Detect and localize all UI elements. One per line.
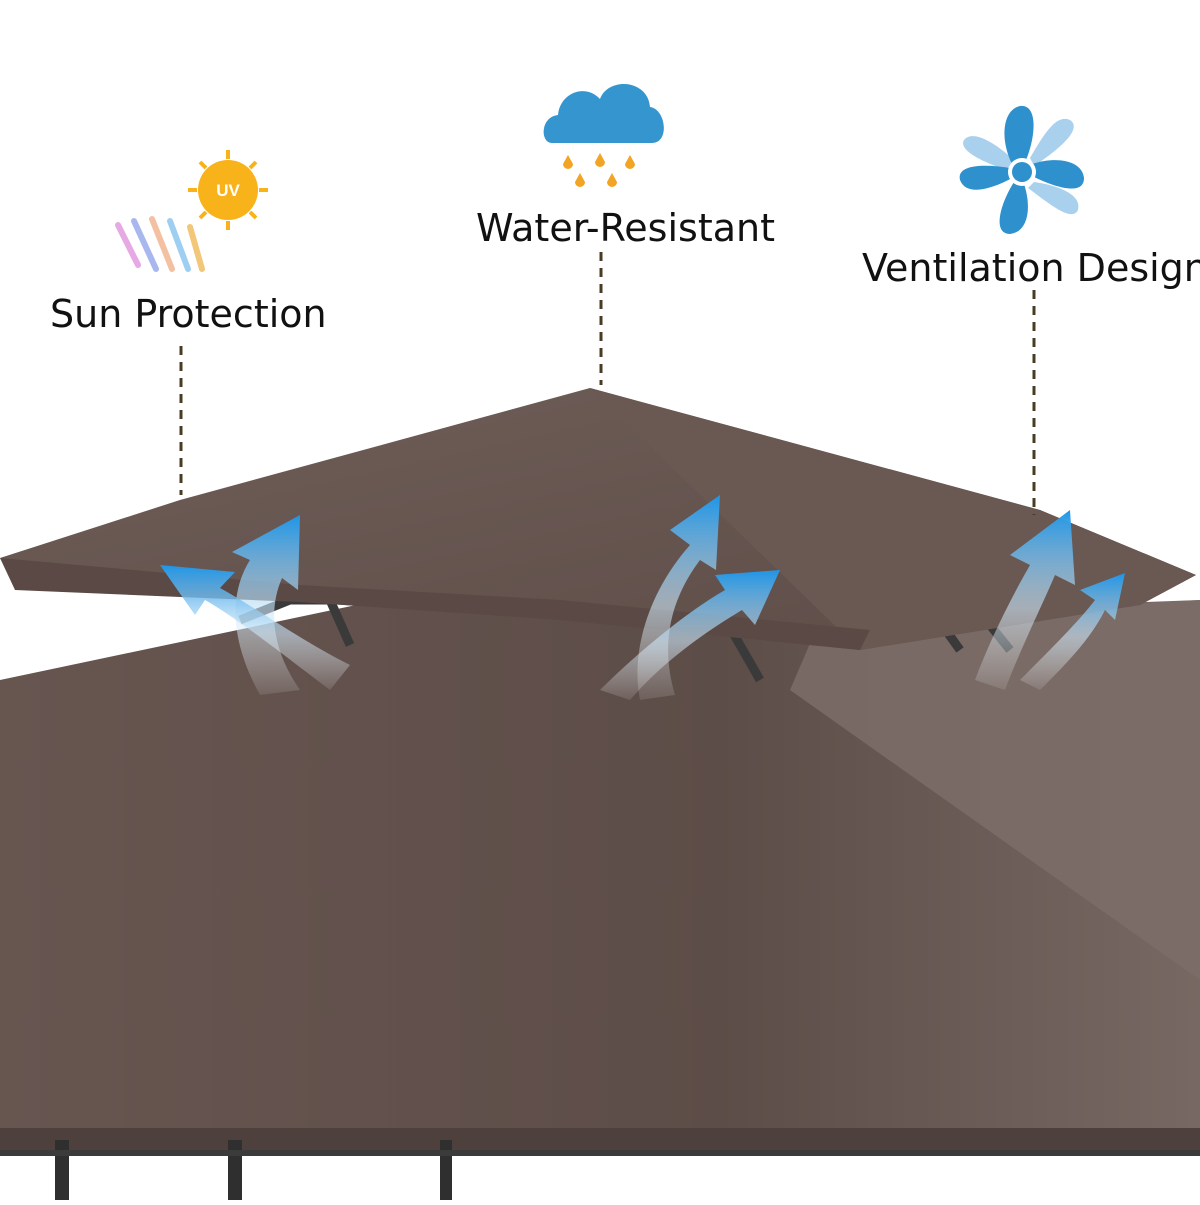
fan-icon — [959, 105, 1084, 234]
feature-label-water-resistant: Water-Resistant — [476, 206, 776, 250]
lower-canopy-ridge — [790, 600, 1200, 980]
vent-arrow-3a — [975, 510, 1075, 690]
uv-sun-icon: UV — [115, 150, 268, 272]
vent-arrow-1a — [232, 515, 300, 695]
feature-label-ventilation-design: Ventilation Design — [862, 246, 1200, 290]
uv-badge-text: UV — [216, 181, 240, 200]
rain-cloud-icon — [543, 84, 664, 187]
frame-poles — [0, 1140, 1200, 1200]
vent-arrow-3b — [1020, 573, 1125, 690]
vent-arrow-1b — [160, 565, 350, 690]
vent-arrow-2b — [600, 570, 780, 700]
feature-label-sun-protection: Sun Protection — [50, 292, 327, 336]
ventilation-arrows — [160, 495, 1125, 700]
leader-lines — [179, 252, 1036, 515]
